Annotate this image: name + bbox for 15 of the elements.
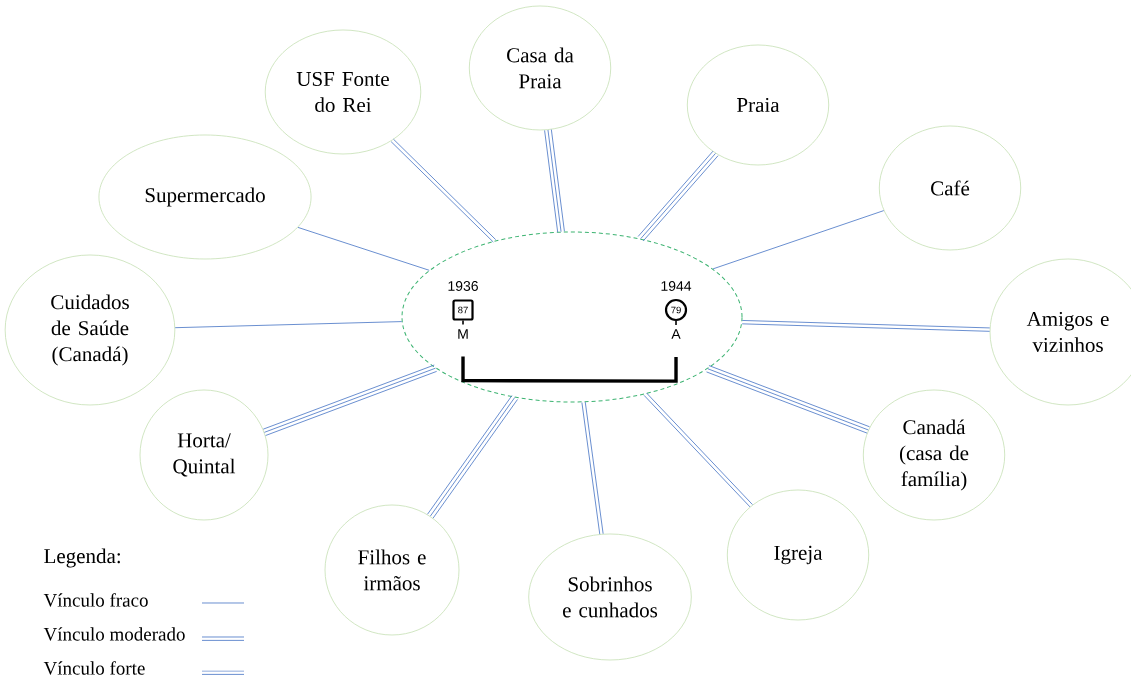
legend-title: Legenda: [44, 548, 120, 568]
relationship-line [174, 321, 403, 329]
birth-year: 1944 [661, 281, 692, 291]
household-ellipse [401, 231, 743, 403]
legend-text: Vínculo moderado [43, 627, 185, 641]
couple-line [461, 356, 678, 383]
relationship-line [741, 323, 990, 332]
relationship-line [297, 227, 430, 271]
relationship-line [712, 210, 885, 270]
relationship-line [741, 320, 991, 329]
legend-text: Vínculo fraco [43, 593, 148, 607]
initial-letter: M [458, 329, 468, 339]
legend-text: Vínculo forte [43, 661, 145, 675]
birth-year: 1936 [448, 281, 478, 291]
initial-letter: A [671, 329, 681, 339]
